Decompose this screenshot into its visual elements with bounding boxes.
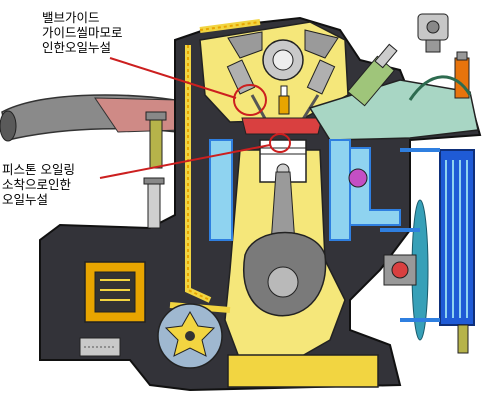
engine-block [39,16,482,392]
radiator-fan-icon [383,199,429,341]
radiator-icon [380,148,475,354]
valve-guide-label-line-2: 가이드씰마모로 [42,25,123,40]
piston-ring-label-line-1: 피스톤 오일링 [2,162,75,177]
piston-ring-label-line-2: 소착으로인한 [2,177,72,192]
spark-plug-icon [278,85,290,115]
coolant-jacket [209,139,401,241]
piston-ring-label-line-3: 오일누설 [2,192,49,207]
fuel-injector-icon [347,43,398,107]
valve-guide-label-line-1: 밸브가이드 [42,10,100,25]
piston-ring-leak-label: 피스톤 오일링 소착으로인한 오일누설 [2,162,75,207]
valve-guide-label-line-3: 인한오일누설 [42,40,112,55]
oil-filter [84,261,146,323]
leak-indicator-valve-guide [109,57,267,116]
valve-guide-leak-label: 밸브가이드 가이드씰마모로 인한오일누설 [42,10,123,55]
thermostat-housing [417,13,449,53]
oil-pressure-sensor [145,111,167,169]
combustion-chamber [241,117,323,135]
pressure-relief-valve [79,337,121,357]
thermostat-valve [348,168,368,188]
temperature-sensor [143,177,165,229]
crankshaft [243,171,327,317]
leak-indicator-piston-ring [99,133,291,179]
oil-pump-icon [157,303,223,369]
